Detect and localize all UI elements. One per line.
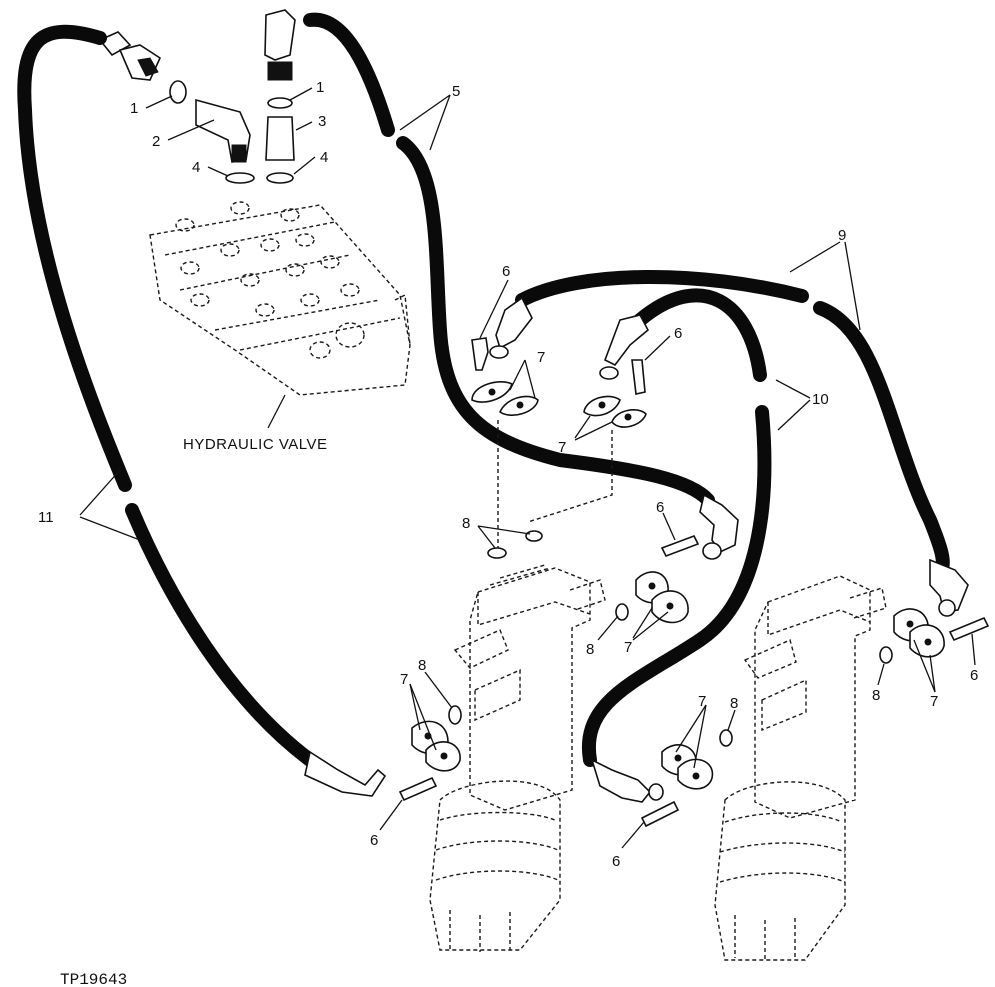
o-ring-4a bbox=[225, 172, 255, 184]
callout-labels: 1 2 4 1 3 4 5 9 10 11 6 6 7 7 8 6 8 7 7 … bbox=[38, 79, 978, 870]
o-ring-8-top-b bbox=[525, 530, 543, 542]
figure-id: TP19643 bbox=[60, 971, 127, 987]
callout-6e: 6 bbox=[612, 853, 620, 870]
callout-7a: 7 bbox=[537, 349, 545, 366]
callout-4a: 4 bbox=[192, 159, 200, 176]
callout-8c: 8 bbox=[418, 657, 426, 674]
hose-5 bbox=[303, 12, 739, 560]
callout-3: 3 bbox=[318, 113, 326, 130]
callout-6c: 6 bbox=[656, 499, 664, 516]
callout-7e: 7 bbox=[698, 693, 706, 710]
elbow-fitting-2 bbox=[195, 98, 255, 184]
callout-8e: 8 bbox=[872, 687, 880, 704]
o-ring-8-top-a bbox=[487, 547, 507, 559]
flange-set-left-lower bbox=[398, 705, 462, 802]
callout-7c: 7 bbox=[624, 639, 632, 656]
o-ring-1a bbox=[169, 80, 187, 104]
callout-10: 10 bbox=[812, 391, 829, 408]
callout-7b: 7 bbox=[558, 439, 566, 456]
callout-6a: 6 bbox=[502, 263, 510, 280]
flange-set-middle bbox=[615, 534, 700, 624]
callout-5: 5 bbox=[452, 83, 460, 100]
callout-7d: 7 bbox=[400, 671, 408, 688]
hydraulic-valve-label: HYDRAULIC VALVE bbox=[183, 436, 328, 453]
callout-1a: 1 bbox=[130, 100, 138, 117]
hose-11 bbox=[17, 24, 387, 797]
control-valve-left bbox=[429, 564, 606, 952]
assembly-guide-lines bbox=[497, 420, 613, 560]
o-ring-4b bbox=[266, 172, 294, 184]
callout-8b: 8 bbox=[586, 641, 594, 658]
callout-11: 11 bbox=[38, 509, 54, 526]
flange-set-top-right bbox=[583, 359, 647, 428]
hydraulic-valve-leader bbox=[267, 394, 286, 429]
leader-lines bbox=[79, 87, 976, 849]
hydraulic-valve-body bbox=[149, 201, 411, 396]
callout-6d: 6 bbox=[370, 832, 378, 849]
swivel-fitting-left bbox=[98, 31, 187, 104]
callout-6f: 6 bbox=[970, 667, 978, 684]
callout-6b: 6 bbox=[674, 325, 682, 342]
callout-8a: 8 bbox=[462, 515, 470, 532]
callout-9: 9 bbox=[838, 227, 846, 244]
straight-fitting-3 bbox=[264, 9, 296, 184]
flange-set-center-lower bbox=[640, 729, 733, 828]
control-valve-right bbox=[714, 575, 887, 961]
flange-set-right-lower bbox=[879, 608, 990, 664]
hose-9 bbox=[489, 270, 969, 617]
o-ring-1b bbox=[267, 97, 293, 109]
callout-7f: 7 bbox=[930, 693, 938, 710]
flange-set-top-left bbox=[471, 337, 539, 416]
callout-1b: 1 bbox=[316, 79, 324, 96]
callout-4b: 4 bbox=[320, 149, 328, 166]
hose-10 bbox=[581, 288, 772, 803]
callout-2: 2 bbox=[152, 133, 160, 150]
callout-8d: 8 bbox=[730, 695, 738, 712]
